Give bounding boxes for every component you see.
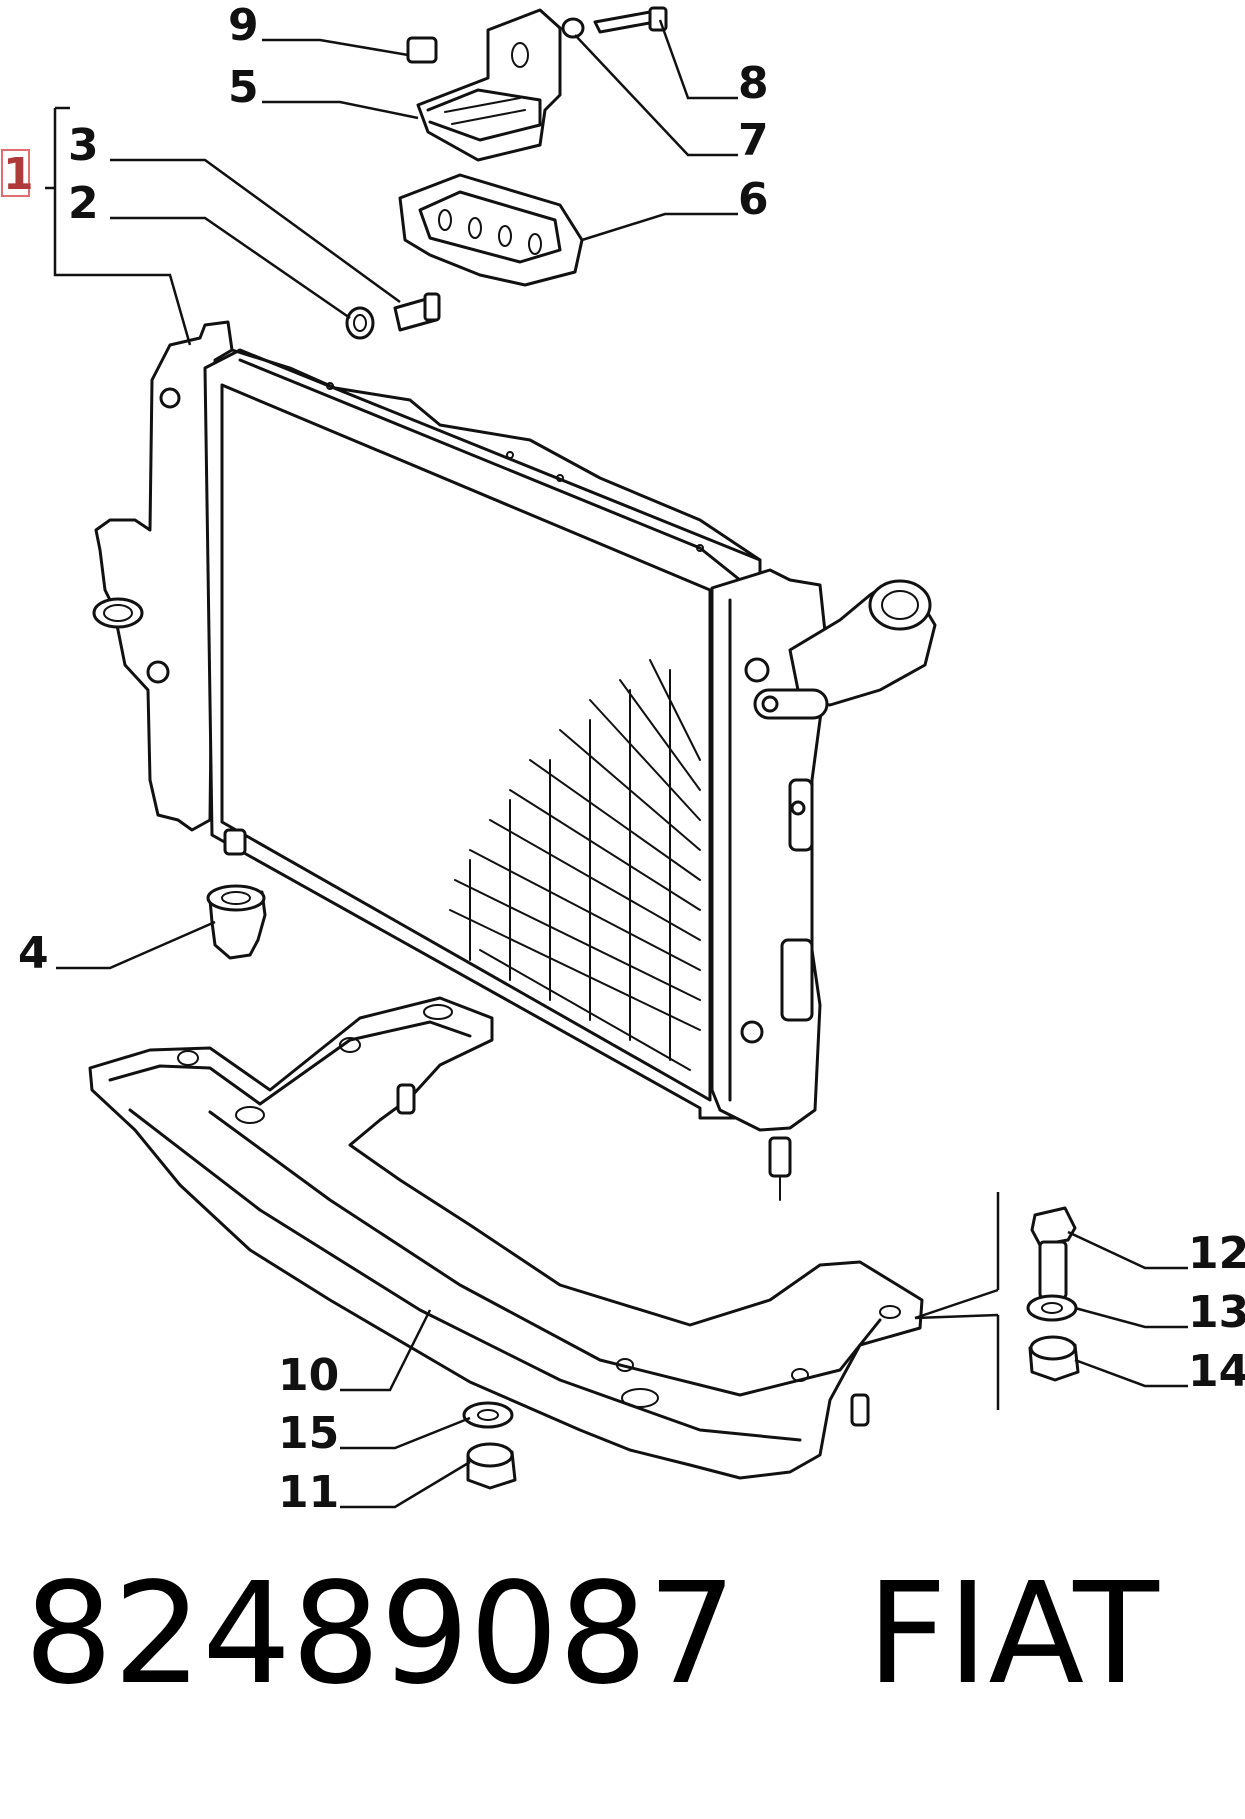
callout-1: 1 bbox=[3, 149, 34, 200]
callout-1-box bbox=[1, 149, 30, 197]
right-hardware-drawings bbox=[1026, 1206, 1080, 1382]
hardware-drawings bbox=[206, 6, 668, 960]
callout-11: 11 bbox=[278, 1467, 339, 1518]
callout-2: 2 bbox=[68, 178, 99, 229]
callouts: 1 2 3 4 5 6 7 8 9 10 11 12 13 14 15 bbox=[1, 0, 1245, 1518]
callout-15: 15 bbox=[278, 1408, 339, 1459]
callout-7: 7 bbox=[738, 115, 769, 166]
crossmember-drawing bbox=[88, 996, 924, 1480]
callout-8: 8 bbox=[738, 58, 769, 109]
leader-lines bbox=[45, 19, 1188, 1509]
callout-9: 9 bbox=[228, 0, 259, 51]
upper-bracket-drawing bbox=[416, 8, 562, 162]
insulator-pad-drawing bbox=[398, 173, 584, 287]
callout-4: 4 bbox=[18, 928, 49, 979]
callout-10: 10 bbox=[278, 1350, 339, 1401]
callout-12: 12 bbox=[1188, 1228, 1245, 1279]
callout-13: 13 bbox=[1188, 1287, 1245, 1338]
radiator-drawing bbox=[92, 320, 937, 1201]
callout-6: 6 bbox=[738, 174, 769, 225]
callout-3: 3 bbox=[68, 120, 99, 171]
brand-name: FIAT bbox=[866, 1553, 1159, 1716]
lower-hardware-drawings bbox=[462, 1401, 517, 1490]
callout-14: 14 bbox=[1188, 1346, 1245, 1397]
callout-5: 5 bbox=[228, 62, 259, 113]
part-caption: 82489087 FIAT bbox=[24, 1540, 1224, 1730]
part-number: 82489087 bbox=[24, 1553, 737, 1716]
